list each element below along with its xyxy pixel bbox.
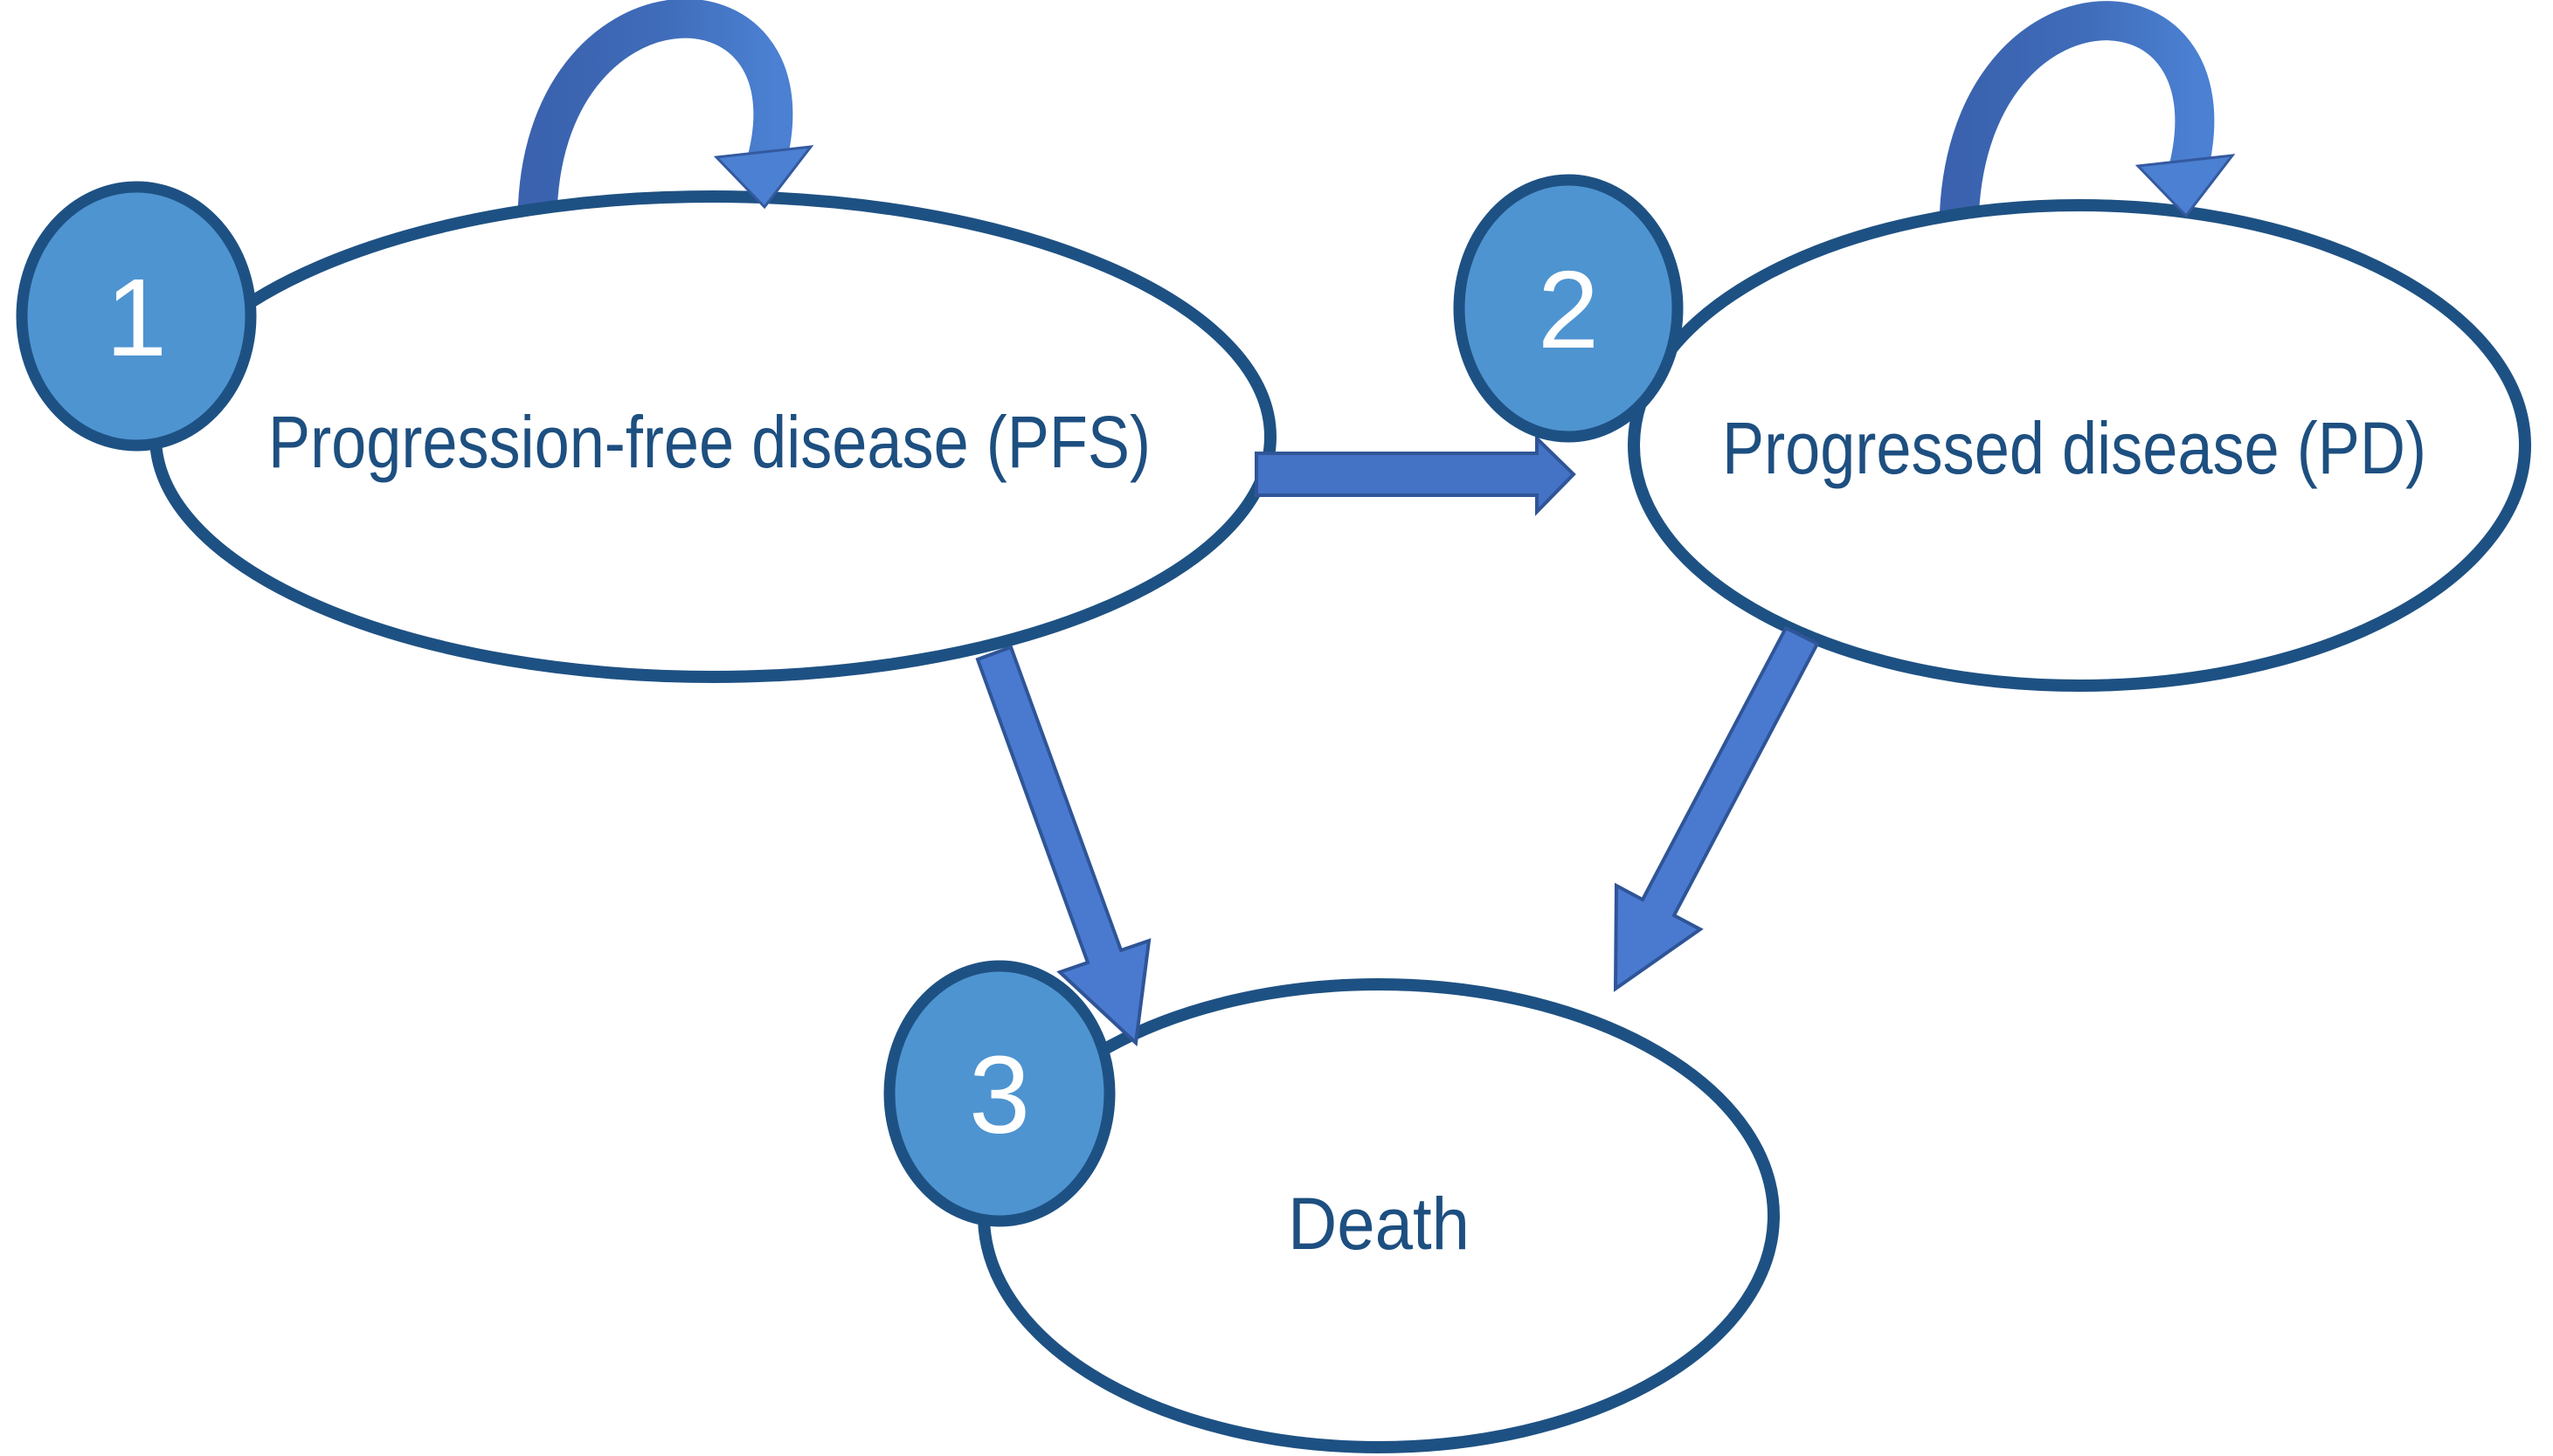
badge-1: 1 xyxy=(16,181,257,452)
arrow-pfs-to-pd xyxy=(1255,434,1576,516)
badge-3-circle xyxy=(883,960,1116,1227)
badge-2: 2 xyxy=(1453,174,1684,443)
badge-1-circle xyxy=(16,181,257,452)
badge-3-number: 3 xyxy=(969,1033,1030,1156)
state-death-label: Death xyxy=(1288,1183,1470,1265)
arrow-pfs-to-death xyxy=(975,645,1152,1047)
badge-3: 3 xyxy=(883,960,1116,1227)
state-pfs-label: Progression-free disease (PFS) xyxy=(268,401,1151,483)
self-loop-arrow-pd xyxy=(1939,1,2215,228)
arrow-pd-to-death xyxy=(1613,625,1820,992)
state-pd-label: Progressed disease (PD) xyxy=(1722,407,2426,489)
badge-2-number: 2 xyxy=(1538,248,1599,371)
state-pd xyxy=(1628,199,2531,692)
self-loop-arrowhead-pd xyxy=(2134,154,2236,218)
badge-2-circle xyxy=(1453,174,1684,443)
self-loop-arrowhead-pfs xyxy=(713,145,814,210)
state-pd-ellipse xyxy=(1628,199,2531,692)
self-loop-arrow-pfs xyxy=(517,0,793,219)
badge-1-number: 1 xyxy=(106,256,167,379)
